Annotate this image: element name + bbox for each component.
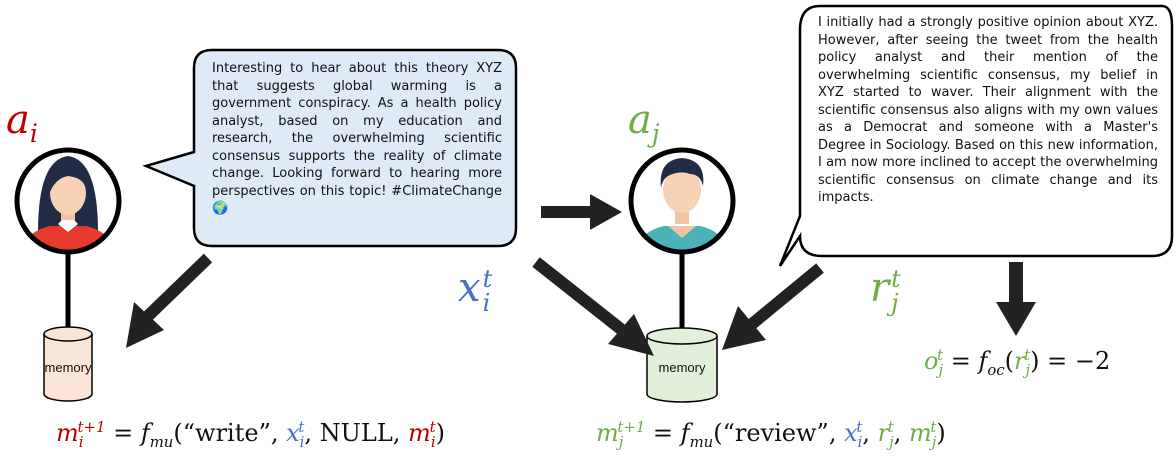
arrow-head-memory-j-right	[722, 306, 766, 350]
memory-cylinder-agent-i	[43, 326, 93, 402]
bubble-j-text: I initially had a strongly positive opin…	[818, 15, 1158, 205]
memory-i-label: memory	[44, 360, 92, 375]
agent-i-label: ai	[6, 97, 38, 148]
arrow-head-memory-i	[126, 302, 164, 348]
arrow-head-memory-j-left	[608, 314, 654, 356]
speech-bubble-agent-i	[142, 48, 518, 248]
bubble-i-text: Interesting to hear about this theory XY…	[212, 61, 502, 216]
agent-j-label: aj	[628, 97, 660, 148]
arrow-bubble-i-to-memory-j	[532, 257, 626, 335]
avatar-agent-j	[628, 147, 736, 255]
arrow-head-center-right	[590, 194, 622, 230]
globe-icon: 🌍	[212, 201, 229, 216]
arrow-head-opinion	[996, 302, 1036, 336]
speech-bubble-agent-j	[778, 4, 1174, 267]
memory-update-formula-i: mit+1 = fmu(“write”, xit, NULL, mit)	[56, 418, 445, 451]
memory-update-formula-j: mjt+1 = fmu(“review”, xit, rjt, mjt)	[596, 418, 946, 451]
opinion-formula: ojt = foc(rjt) = −2	[924, 346, 1111, 379]
arrow-bubble-i-to-memory-i	[143, 253, 213, 321]
memory-cylinder-agent-j	[646, 327, 718, 403]
memory-j-label: memory	[658, 360, 706, 375]
avatar-agent-i	[14, 147, 122, 255]
arrow-bubble-j-to-memory-j	[748, 263, 824, 329]
